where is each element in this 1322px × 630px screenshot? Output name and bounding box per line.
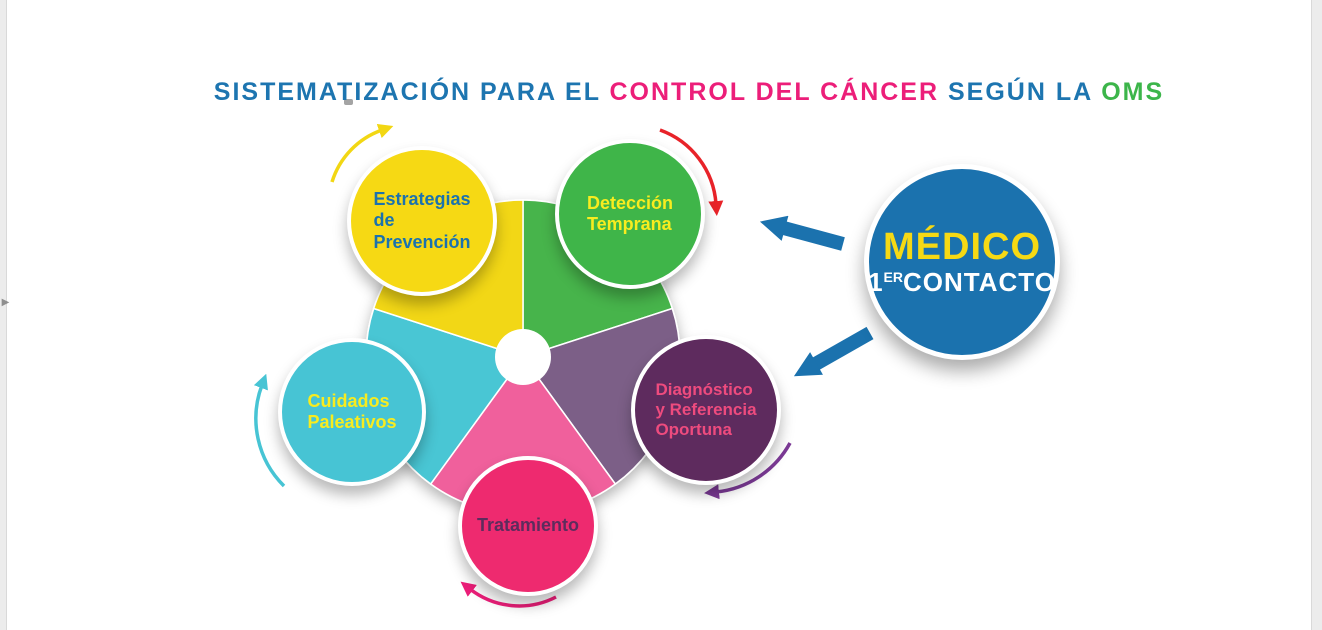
node-estrategias-label: Estrategias de Prevención xyxy=(373,189,471,252)
arrow-curve-deteccion xyxy=(659,128,724,216)
wheel-center-hole xyxy=(495,329,551,385)
arrow-curve-tratamiento xyxy=(460,581,557,608)
title-segment-4: OMS xyxy=(1101,78,1165,106)
node-cuidados-label: Cuidados Paleativos xyxy=(307,390,397,432)
node-estrategias-prevencion: Estrategias de Prevención xyxy=(347,146,497,296)
node-diagnostico-referencia: Diagnóstico y Referencia Oportuna xyxy=(631,335,781,485)
medico-title: MÉDICO xyxy=(883,225,1041,268)
arrow-medico-to-deteccion xyxy=(759,215,845,251)
title-segment-2: CONTROL DEL CÁNCER xyxy=(609,78,948,106)
title-segment-1: SISTEMATIZACIÓN PARA EL xyxy=(213,78,610,106)
medico-contact-number: 1 xyxy=(868,266,884,297)
arrow-curve-diagnostico xyxy=(704,442,792,500)
arrow-curve-prevencion xyxy=(330,123,394,183)
title-segment-3: SEGÚN LA xyxy=(947,78,1102,106)
node-diagnostico-label: Diagnóstico y Referencia Oportuna xyxy=(655,379,757,440)
node-tratamiento: Tratamiento xyxy=(458,456,598,596)
stray-mark xyxy=(344,99,353,105)
node-deteccion-temprana: Detección Temprana xyxy=(555,139,705,289)
arrow-curve-cuidados xyxy=(253,373,286,488)
arrow-medico-to-diagnostico xyxy=(793,326,874,377)
page-title: SISTEMATIZACIÓN PARA EL CONTROL DEL CÁNC… xyxy=(178,49,1164,136)
medico-contact-ordinal: ER xyxy=(883,268,903,285)
node-tratamiento-label: Tratamiento xyxy=(476,515,580,536)
left-edge-border xyxy=(0,0,7,630)
medico-contact-label: 1ERCONTACTO xyxy=(868,266,1056,297)
node-medico-primer-contacto: MÉDICO 1ERCONTACTO xyxy=(864,164,1060,360)
node-cuidados-paleativos: Cuidados Paleativos xyxy=(278,338,426,486)
medico-contact-word: CONTACTO xyxy=(903,266,1056,297)
right-edge-border xyxy=(1311,0,1322,630)
panel-collapse-arrow[interactable]: ▶ xyxy=(1,297,10,308)
node-deteccion-label: Detección Temprana xyxy=(586,192,674,234)
